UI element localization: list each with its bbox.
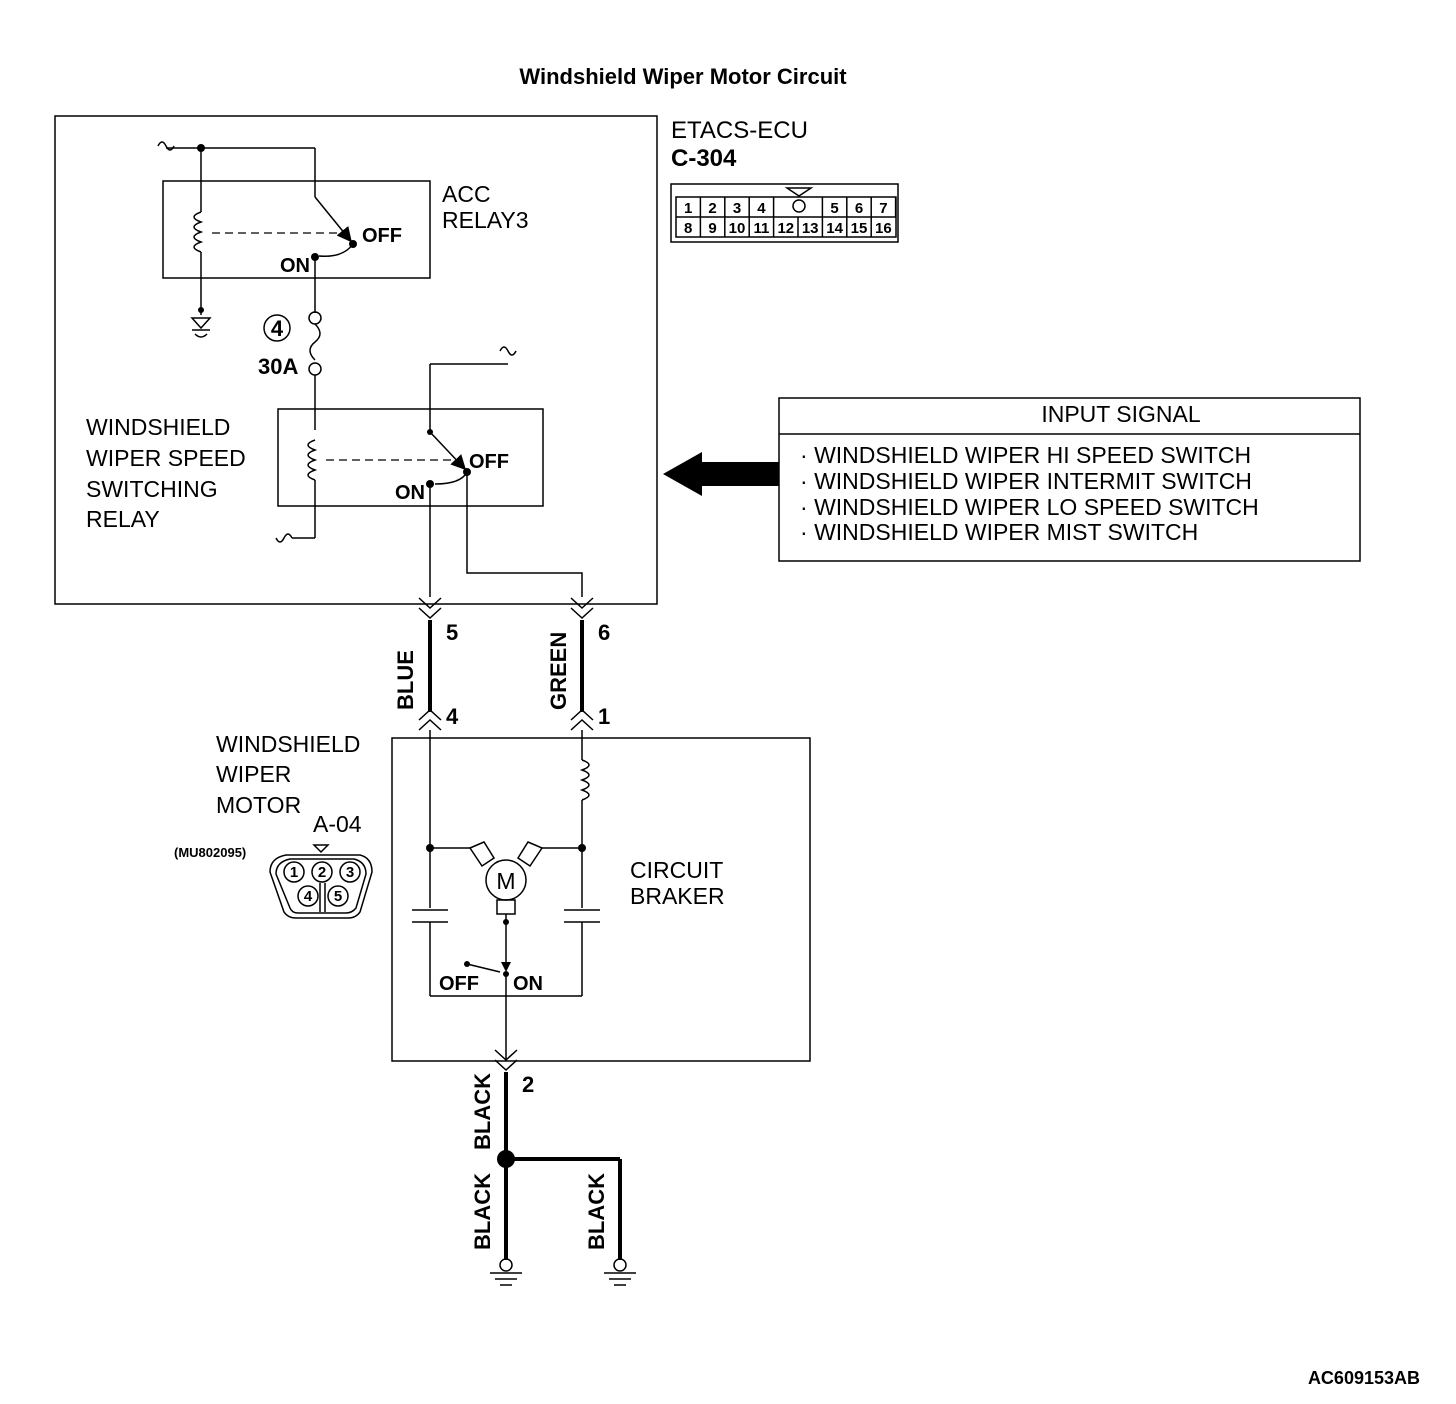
motor-label-3: MOTOR bbox=[216, 792, 301, 818]
motor-part-number: (MU802095) bbox=[174, 845, 246, 860]
park-switch bbox=[466, 963, 501, 973]
etacs-ecu-box bbox=[54, 115, 658, 605]
motor-connector-code: A-04 bbox=[313, 811, 362, 837]
input-signal-item-4: · WINDSHIELD WIPER MIST SWITCH bbox=[800, 519, 1198, 545]
green-wire-ecu-pin: 6 bbox=[598, 620, 610, 645]
etacs-pin-8: 8 bbox=[684, 220, 692, 237]
supply-squiggle-top bbox=[157, 141, 175, 151]
motor-label-1: WINDSHIELD bbox=[216, 731, 360, 757]
acc-relay-on-label: ON bbox=[280, 255, 310, 277]
blue-wire-motor-pin: 4 bbox=[446, 704, 459, 729]
reference-code: AC609153AB bbox=[1308, 1368, 1420, 1388]
etacs-pin-9: 9 bbox=[708, 220, 716, 237]
ground-splice bbox=[497, 1150, 515, 1168]
black-wire-label-3: BLACK bbox=[584, 1173, 609, 1250]
motor-symbol-letter: M bbox=[496, 868, 515, 894]
speed-relay-coil bbox=[307, 439, 318, 481]
motor-connector-pin-4: 4 bbox=[304, 888, 313, 905]
speed-relay-label-1: WINDSHIELD bbox=[86, 414, 230, 440]
speed-relay-label-2: WIPER SPEED bbox=[86, 445, 246, 471]
blue-wire bbox=[418, 597, 442, 738]
blue-wire-label: BLUE bbox=[393, 650, 418, 710]
black-wire-label-2: BLACK bbox=[470, 1173, 495, 1250]
ground-icon-left bbox=[490, 1258, 522, 1286]
ground-icon-right bbox=[604, 1258, 636, 1286]
speed-relay-return-squiggle bbox=[275, 533, 315, 543]
etacs-connector-code: C-304 bbox=[671, 145, 737, 172]
input-signal-item-3: · WINDSHIELD WIPER LO SPEED SWITCH bbox=[800, 494, 1259, 520]
fuse-number: 4 bbox=[271, 316, 284, 341]
speed-relay-feed-squiggle bbox=[499, 346, 517, 356]
etacs-pin-11: 11 bbox=[753, 220, 769, 237]
blue-wire-ecu-pin: 5 bbox=[446, 620, 458, 645]
input-signal-item-1: · WINDSHIELD WIPER HI SPEED SWITCH bbox=[800, 442, 1251, 468]
black-wire-label-1: BLACK bbox=[470, 1073, 495, 1150]
park-switch-on-label: ON bbox=[513, 973, 543, 995]
motor-connector-pin-1: 1 bbox=[290, 864, 298, 881]
etacs-pin-6: 6 bbox=[855, 200, 863, 217]
motor-inductor bbox=[579, 759, 590, 801]
motor-connector-pin-3: 3 bbox=[346, 864, 354, 881]
acc-relay-label-2: RELAY3 bbox=[442, 207, 529, 233]
acc-relay-label-1: ACC bbox=[442, 181, 491, 207]
etacs-pin-4: 4 bbox=[757, 200, 766, 217]
fuse-icon bbox=[309, 323, 321, 361]
etacs-pin-7: 7 bbox=[879, 200, 887, 217]
etacs-pin-13: 13 bbox=[802, 220, 819, 237]
etacs-pin-5: 5 bbox=[830, 200, 838, 217]
acc-relay-box bbox=[162, 180, 431, 279]
ground-wire bbox=[494, 1049, 622, 1260]
etacs-pin-16: 16 bbox=[875, 220, 892, 237]
motor-connector-face: 1 2 3 4 5 bbox=[269, 844, 373, 919]
green-wire-motor-pin: 1 bbox=[598, 704, 610, 729]
speed-relay-box bbox=[277, 408, 544, 507]
ground-pin: 2 bbox=[522, 1072, 534, 1097]
motor-connector-pin-5: 5 bbox=[334, 888, 342, 905]
acc-relay-off-label: OFF bbox=[362, 225, 402, 247]
acc-relay-ground-icon bbox=[190, 317, 212, 338]
diagram-title: Windshield Wiper Motor Circuit bbox=[519, 64, 847, 89]
etacs-pin-12: 12 bbox=[777, 220, 794, 237]
speed-relay-switch bbox=[429, 431, 467, 471]
motor-label-2: WIPER bbox=[216, 761, 291, 787]
etacs-ecu-label: ETACS-ECU bbox=[671, 117, 808, 144]
input-signal-item-2: · WINDSHIELD WIPER INTERMIT SWITCH bbox=[800, 468, 1252, 494]
etacs-pin-15: 15 bbox=[851, 220, 868, 237]
acc-relay-coil bbox=[193, 211, 204, 253]
fuse-number-circle bbox=[263, 314, 291, 342]
speed-relay-on-label: ON bbox=[395, 482, 425, 504]
acc-relay-switch bbox=[314, 196, 352, 243]
circuit-braker-label-2: BRAKER bbox=[630, 883, 725, 909]
green-wire bbox=[570, 597, 594, 738]
etacs-pin-3: 3 bbox=[733, 200, 741, 217]
etacs-pin-14: 14 bbox=[826, 220, 843, 237]
green-wire-label: GREEN bbox=[546, 632, 571, 710]
etacs-pin-2: 2 bbox=[708, 200, 716, 217]
park-switch-off-label: OFF bbox=[439, 973, 479, 995]
speed-relay-label-4: RELAY bbox=[86, 506, 160, 532]
input-signal-header: INPUT SIGNAL bbox=[1041, 401, 1201, 427]
input-signal-arrow-icon bbox=[663, 452, 779, 496]
etacs-pin-1: 1 bbox=[684, 200, 692, 217]
etacs-pin-10: 10 bbox=[729, 220, 746, 237]
fuse-rating: 30A bbox=[258, 354, 298, 379]
speed-relay-off-label: OFF bbox=[469, 451, 509, 473]
motor-connector-pin-2: 2 bbox=[318, 864, 326, 881]
circuit-braker-label-1: CIRCUIT bbox=[630, 857, 723, 883]
speed-relay-label-3: SWITCHING bbox=[86, 476, 218, 502]
wiper-motor-box bbox=[391, 737, 811, 1062]
